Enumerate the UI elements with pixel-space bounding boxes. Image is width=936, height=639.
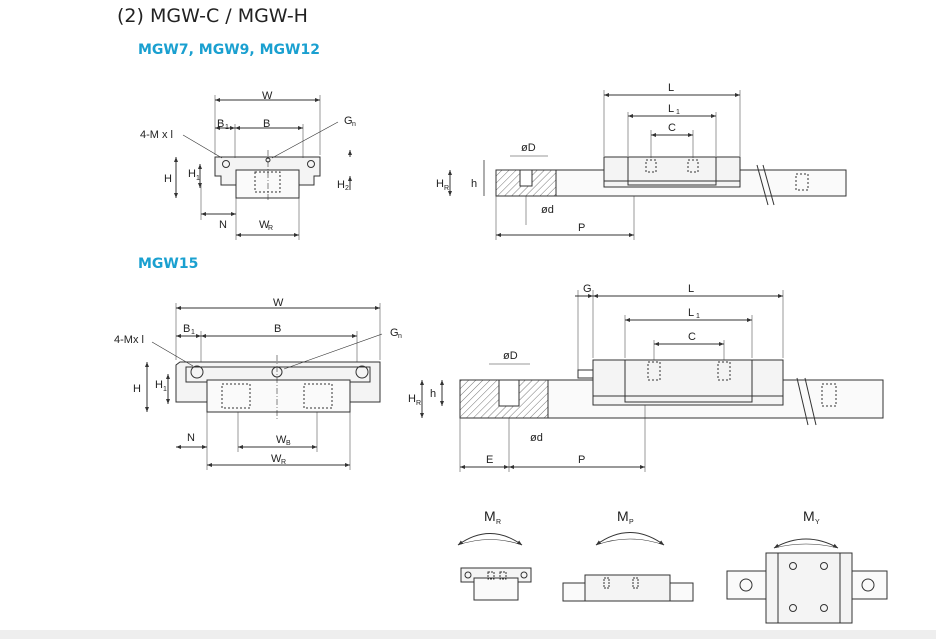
dim-B1: B (183, 323, 190, 335)
dim-WR-sub: R (268, 225, 273, 232)
side-view-small (448, 90, 847, 240)
dim-HR-sub: R (444, 185, 449, 192)
dim-HR: H (408, 393, 416, 405)
moment-mr-sub: R (496, 519, 501, 526)
dim-N: N (187, 432, 195, 444)
dim-mxl: 4-Mx l (114, 334, 144, 346)
dim-L: L (688, 283, 694, 295)
dim-D: øD (503, 350, 518, 362)
dim-B1-sub: 1 (191, 329, 195, 336)
front-view-small (174, 95, 352, 240)
dim-H1-sub: 1 (196, 175, 200, 182)
front-view-mgw15 (145, 303, 383, 470)
moment-mp-sub: P (629, 519, 634, 526)
side-view-mgw15-labels: G L L 1 C øD H R h ød E P (408, 283, 700, 466)
page-title: (2) MGW-C / MGW-H (117, 5, 308, 27)
dim-mxl: 4-M x l (140, 129, 173, 141)
footer-bar (0, 630, 936, 639)
dim-Gn: G (344, 115, 353, 127)
dim-H1: H (188, 168, 196, 180)
dim-G: G (583, 283, 592, 295)
dim-L1: L (668, 103, 674, 115)
dim-W: W (273, 297, 284, 309)
dim-D: øD (521, 142, 536, 154)
dim-d: ød (541, 204, 554, 216)
dim-Gn-sub: n (398, 333, 402, 340)
moment-my-sub: Y (815, 519, 820, 526)
moment-mr (457, 533, 532, 601)
dim-E: E (486, 454, 493, 466)
dim-L1: L (688, 307, 694, 319)
moment-my-label: M (803, 508, 815, 524)
dim-P: P (578, 454, 585, 466)
side-view-mgw15 (420, 290, 884, 472)
section-subtitle-mgw15: MGW15 (138, 256, 199, 272)
dim-B: B (274, 323, 281, 335)
dim-L1-sub: 1 (696, 313, 700, 320)
dim-L: L (668, 82, 674, 94)
dim-WR-sub: R (281, 459, 286, 466)
dim-HR-sub: R (416, 400, 421, 407)
dim-B1: B (217, 118, 224, 130)
dim-Gn-sub: n (352, 121, 356, 128)
dim-W: W (262, 90, 273, 102)
dim-P: P (578, 222, 585, 234)
dim-d: ød (530, 432, 543, 444)
dim-Gn: G (390, 327, 399, 339)
dim-B: B (263, 118, 270, 130)
dim-B1-sub: 1 (225, 124, 229, 131)
dim-H1-sub: 1 (163, 386, 167, 393)
dim-WR: W (259, 219, 270, 231)
moment-mr-label: M (484, 508, 496, 524)
moment-my (726, 538, 888, 624)
moment-mp (562, 532, 694, 602)
dim-H2: H (337, 179, 345, 191)
dim-WB: W (276, 434, 287, 446)
dim-L1-sub: 1 (676, 109, 680, 116)
dim-WB-sub: B (286, 440, 291, 447)
side-view-small-labels: L L 1 C øD H R h ød P (436, 82, 680, 234)
dim-h: h (471, 178, 477, 190)
dim-H: H (133, 383, 141, 395)
dim-HR: H (436, 178, 444, 190)
dim-H: H (164, 173, 172, 185)
dim-h: h (430, 388, 436, 400)
front-view-mgw15-labels: W B 1 B G n 4-Mx l H H 1 N W B W R (114, 297, 402, 466)
dim-N: N (219, 219, 227, 231)
section-subtitle-small: MGW7, MGW9, MGW12 (138, 42, 320, 58)
moment-labels: M R M P M Y (484, 508, 820, 526)
dim-H2-sub: 2 (345, 185, 349, 192)
dim-C: C (688, 331, 696, 343)
dim-H1: H (155, 379, 163, 391)
moment-mp-label: M (617, 508, 629, 524)
dim-C: C (668, 122, 676, 134)
dim-WR: W (271, 453, 282, 465)
front-view-small-labels: W B 1 B G n 4-M x l H H 1 H 2 N W R (140, 90, 356, 232)
